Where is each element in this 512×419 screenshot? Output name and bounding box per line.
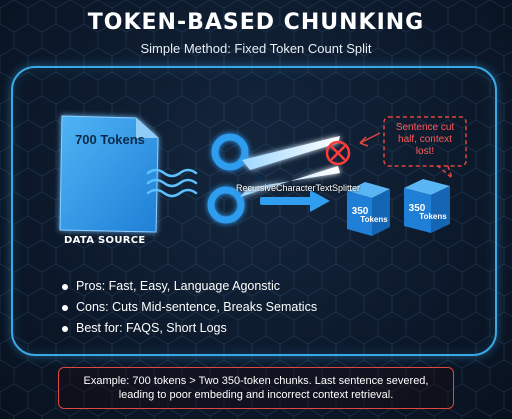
splitter-label: RecursiveCharacterTextSplitter (236, 183, 361, 193)
chunk-2-unit: Tokens (419, 212, 447, 221)
document-icon (59, 115, 159, 233)
warning-callout (359, 116, 467, 181)
warning-text: Sentence cut half, context lost! (395, 122, 455, 157)
document-token-label: 700 Tokens (75, 132, 145, 147)
chunk-1-unit: Tokens (360, 215, 388, 224)
arrow-to-chunks (260, 190, 330, 212)
page-title: TOKEN-BASED CHUNKING (87, 10, 425, 35)
list-item: Pros: Fast, Easy, Language Agonstic (60, 276, 317, 297)
list-item: Cons: Cuts Mid-sentence, Breaks Sematics (60, 297, 317, 318)
list-item: Best for: FAQS, Short Logs (60, 318, 317, 339)
chunk-cube-2 (404, 179, 450, 233)
scissors-icon (207, 133, 340, 224)
chunk-cube-1 (347, 182, 390, 236)
data-source-label: DATA SOURCE (64, 235, 146, 246)
warning-arrow (359, 136, 369, 147)
page-subtitle: Simple Method: Fixed Token Count Split (140, 41, 372, 56)
x-circle-icon (325, 140, 351, 166)
diagram-panel (11, 66, 497, 356)
wave-lines-icon (146, 168, 198, 198)
pros-cons-list: Pros: Fast, Easy, Language Agonstic Cons… (60, 276, 317, 339)
chunk-1-number: 350 (351, 206, 369, 217)
chunk-2-number: 350 (408, 203, 426, 214)
example-box: Example: 700 tokens > Two 350-token chun… (58, 367, 454, 409)
